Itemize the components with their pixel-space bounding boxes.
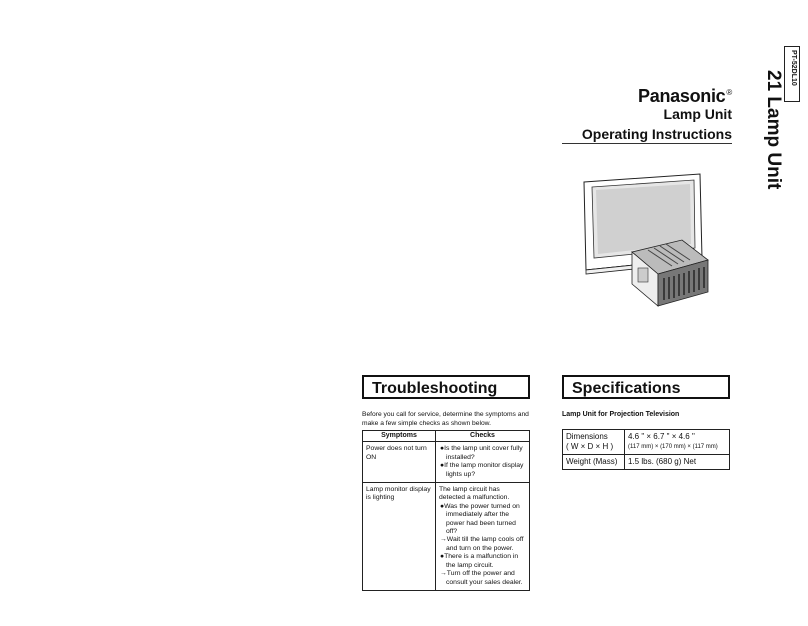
checks-cell: ●Is the lamp unit cover fully installed?… bbox=[435, 441, 530, 484]
header-divider bbox=[562, 143, 732, 144]
check-item: →Turn off the power and consult your sal… bbox=[440, 570, 523, 586]
bullet-mark: ● bbox=[440, 445, 445, 453]
table-row: Dimensions ( W × D × H ) 4.6 " × 6.7 " ×… bbox=[562, 429, 730, 455]
bullet-mark: ● bbox=[440, 553, 445, 561]
table-row: Weight (Mass) 1.5 lbs. (680 g) Net bbox=[562, 454, 730, 470]
troubleshooting-table: Symptoms Checks Power does not turn ON ●… bbox=[362, 429, 530, 591]
tv-lamp-unit-illustration bbox=[583, 173, 709, 307]
table-row: Power does not turn ON ●Is the lamp unit… bbox=[362, 441, 530, 484]
product-title: Lamp Unit bbox=[663, 106, 732, 122]
table-row: Lamp monitor display is lighting The lam… bbox=[362, 482, 530, 591]
table-header-row: Symptoms Checks bbox=[362, 429, 530, 443]
check-item: The lamp circuit has detected a malfunct… bbox=[439, 486, 510, 502]
check-item: →Wait till the lamp cools off and turn o… bbox=[440, 536, 524, 552]
symptom-cell: Lamp monitor display is lighting bbox=[362, 482, 436, 591]
brand-logo: Panasonic® bbox=[638, 86, 732, 106]
document-subtitle: Operating Instructions bbox=[581, 126, 732, 142]
troubleshooting-heading: Troubleshooting bbox=[362, 375, 530, 399]
check-item: ●Is the lamp unit cover fully installed? bbox=[440, 445, 523, 461]
troubleshooting-intro: Before you call for service, determine t… bbox=[362, 411, 529, 427]
arrow-mark: → bbox=[440, 570, 447, 578]
column-header-symptoms: Symptoms bbox=[362, 429, 436, 443]
specifications-heading: Specifications bbox=[562, 375, 730, 399]
spec-value-cell: 4.6 " × 6.7 " × 4.6 " (117 mm) × (170 mm… bbox=[624, 429, 730, 455]
arrow-mark: → bbox=[440, 536, 447, 544]
check-item: ●Was the power turned on immediately aft… bbox=[440, 502, 520, 536]
checks-cell: The lamp circuit has detected a malfunct… bbox=[435, 482, 530, 591]
column-header-checks: Checks bbox=[435, 429, 530, 443]
bullet-mark: ● bbox=[440, 462, 445, 470]
check-item: ●If the lamp monitor display lights up? bbox=[440, 462, 524, 478]
check-item: ●There is a malfunction in the lamp circ… bbox=[440, 553, 519, 569]
specifications-table: Dimensions ( W × D × H ) 4.6 " × 6.7 " ×… bbox=[562, 429, 730, 470]
spec-label-cell: Dimensions ( W × D × H ) bbox=[562, 429, 625, 455]
symptom-cell: Power does not turn ON bbox=[362, 441, 436, 484]
specifications-subtitle: Lamp Unit for Projection Television bbox=[562, 411, 680, 418]
bullet-mark: ● bbox=[440, 502, 445, 510]
side-title: 21 Lamp Unit bbox=[763, 70, 784, 190]
registered-mark: ® bbox=[726, 88, 732, 97]
spec-label-cell: Weight (Mass) bbox=[562, 454, 625, 470]
model-code-box: PT-52DL10 bbox=[784, 46, 800, 102]
spec-value-cell: 1.5 lbs. (680 g) Net bbox=[624, 454, 730, 470]
